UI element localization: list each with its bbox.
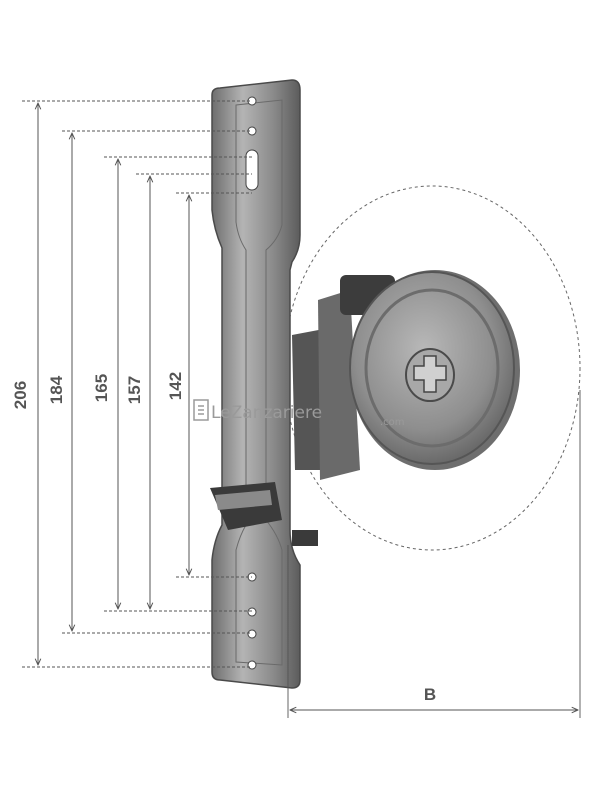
mounting-bracket <box>210 79 318 689</box>
mounting-hole <box>247 607 257 617</box>
pulley-assembly <box>292 270 520 480</box>
watermark-logo-icon <box>193 399 209 421</box>
dimension-label-165: 165 <box>92 374 111 402</box>
watermark-brand: LeZanzariere <box>211 403 322 423</box>
mounting-hole <box>247 629 257 639</box>
dimension-arrows <box>38 103 581 718</box>
pulley-envelope-outline <box>283 185 581 551</box>
mounting-slot <box>245 149 259 191</box>
dimension-label-142: 142 <box>166 372 185 400</box>
dimension-label-206: 206 <box>11 381 30 409</box>
mounting-hole <box>247 660 257 670</box>
extension-lines <box>22 100 252 668</box>
dimension-label-157: 157 <box>125 376 144 404</box>
dimension-label-184: 184 <box>47 375 66 404</box>
watermark: LeZanzariere .com <box>193 399 405 428</box>
dimension-label-b: B <box>424 685 436 704</box>
watermark-suffix: .com <box>380 417 405 428</box>
